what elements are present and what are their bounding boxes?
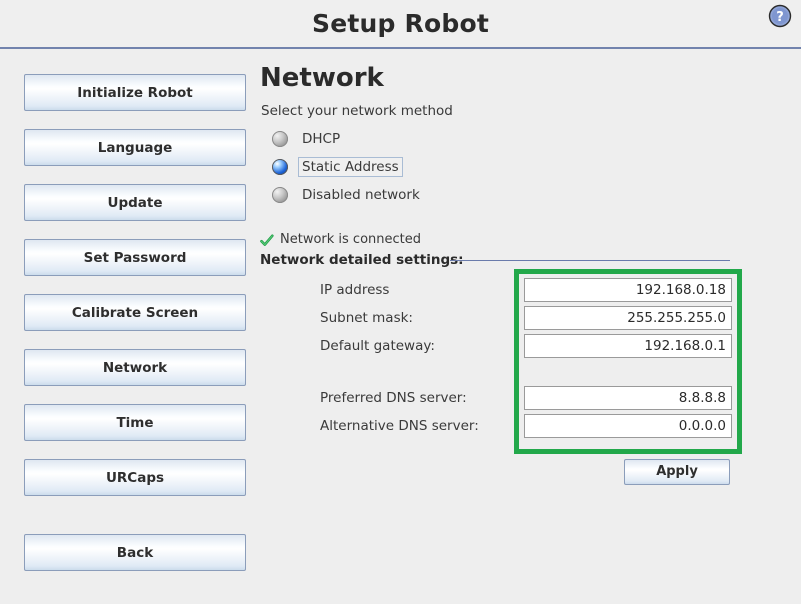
input-ip-address[interactable] <box>524 278 732 302</box>
connection-status-text: Network is connected <box>280 232 422 247</box>
input-preferred-dns-server[interactable] <box>524 386 732 410</box>
input-default-gateway[interactable] <box>524 334 732 358</box>
section-subtitle: Select your network method <box>261 103 453 119</box>
radio-dot-static-address <box>272 159 288 175</box>
radio-dot-disabled-network <box>272 187 288 203</box>
section-divider <box>450 260 730 261</box>
sidebar-item-network[interactable]: Network <box>24 349 246 386</box>
radio-option-dhcp[interactable]: DHCP <box>272 128 344 150</box>
sidebar-item-initialize-robot[interactable]: Initialize Robot <box>24 74 246 111</box>
sidebar-item-urcaps[interactable]: URCaps <box>24 459 246 496</box>
input-subnet-mask[interactable] <box>524 306 732 330</box>
title-bar: Setup Robot ? <box>0 0 801 49</box>
label-subnet-mask: Subnet mask: <box>320 310 413 326</box>
detailed-settings-label: Network detailed settings: <box>260 252 464 268</box>
sidebar-item-update[interactable]: Update <box>24 184 246 221</box>
label-preferred-dns-server: Preferred DNS server: <box>320 390 467 406</box>
radio-dot-dhcp <box>272 131 288 147</box>
connection-status: Network is connected <box>260 232 421 247</box>
page-title: Setup Robot <box>312 9 489 38</box>
radio-option-disabled-network[interactable]: Disabled network <box>272 184 424 206</box>
sidebar-item-back[interactable]: Back <box>24 534 246 571</box>
network-settings-panel: Network Select your network method DHCP … <box>258 49 801 604</box>
radio-option-static-address[interactable]: Static Address <box>272 156 403 178</box>
sidebar-item-set-password[interactable]: Set Password <box>24 239 246 276</box>
inputs-highlight-box <box>514 269 742 454</box>
label-default-gateway: Default gateway: <box>320 338 435 354</box>
green-check-icon <box>260 233 274 247</box>
input-alternative-dns-server[interactable] <box>524 414 732 438</box>
apply-button[interactable]: Apply <box>624 459 730 485</box>
sidebar-item-language[interactable]: Language <box>24 129 246 166</box>
radio-label-dhcp: DHCP <box>302 131 341 147</box>
label-alternative-dns-server: Alternative DNS server: <box>320 418 479 434</box>
sidebar-item-time[interactable]: Time <box>24 404 246 441</box>
help-question-icon[interactable]: ? <box>768 4 792 28</box>
radio-label-disabled-network: Disabled network <box>302 187 420 203</box>
svg-text:?: ? <box>776 10 784 25</box>
setup-sidebar: Initialize Robot Language Update Set Pas… <box>0 49 258 604</box>
label-ip-address: IP address <box>320 282 390 298</box>
sidebar-item-calibrate-screen[interactable]: Calibrate Screen <box>24 294 246 331</box>
radio-label-static-address: Static Address <box>298 157 403 177</box>
section-heading: Network <box>260 63 384 93</box>
